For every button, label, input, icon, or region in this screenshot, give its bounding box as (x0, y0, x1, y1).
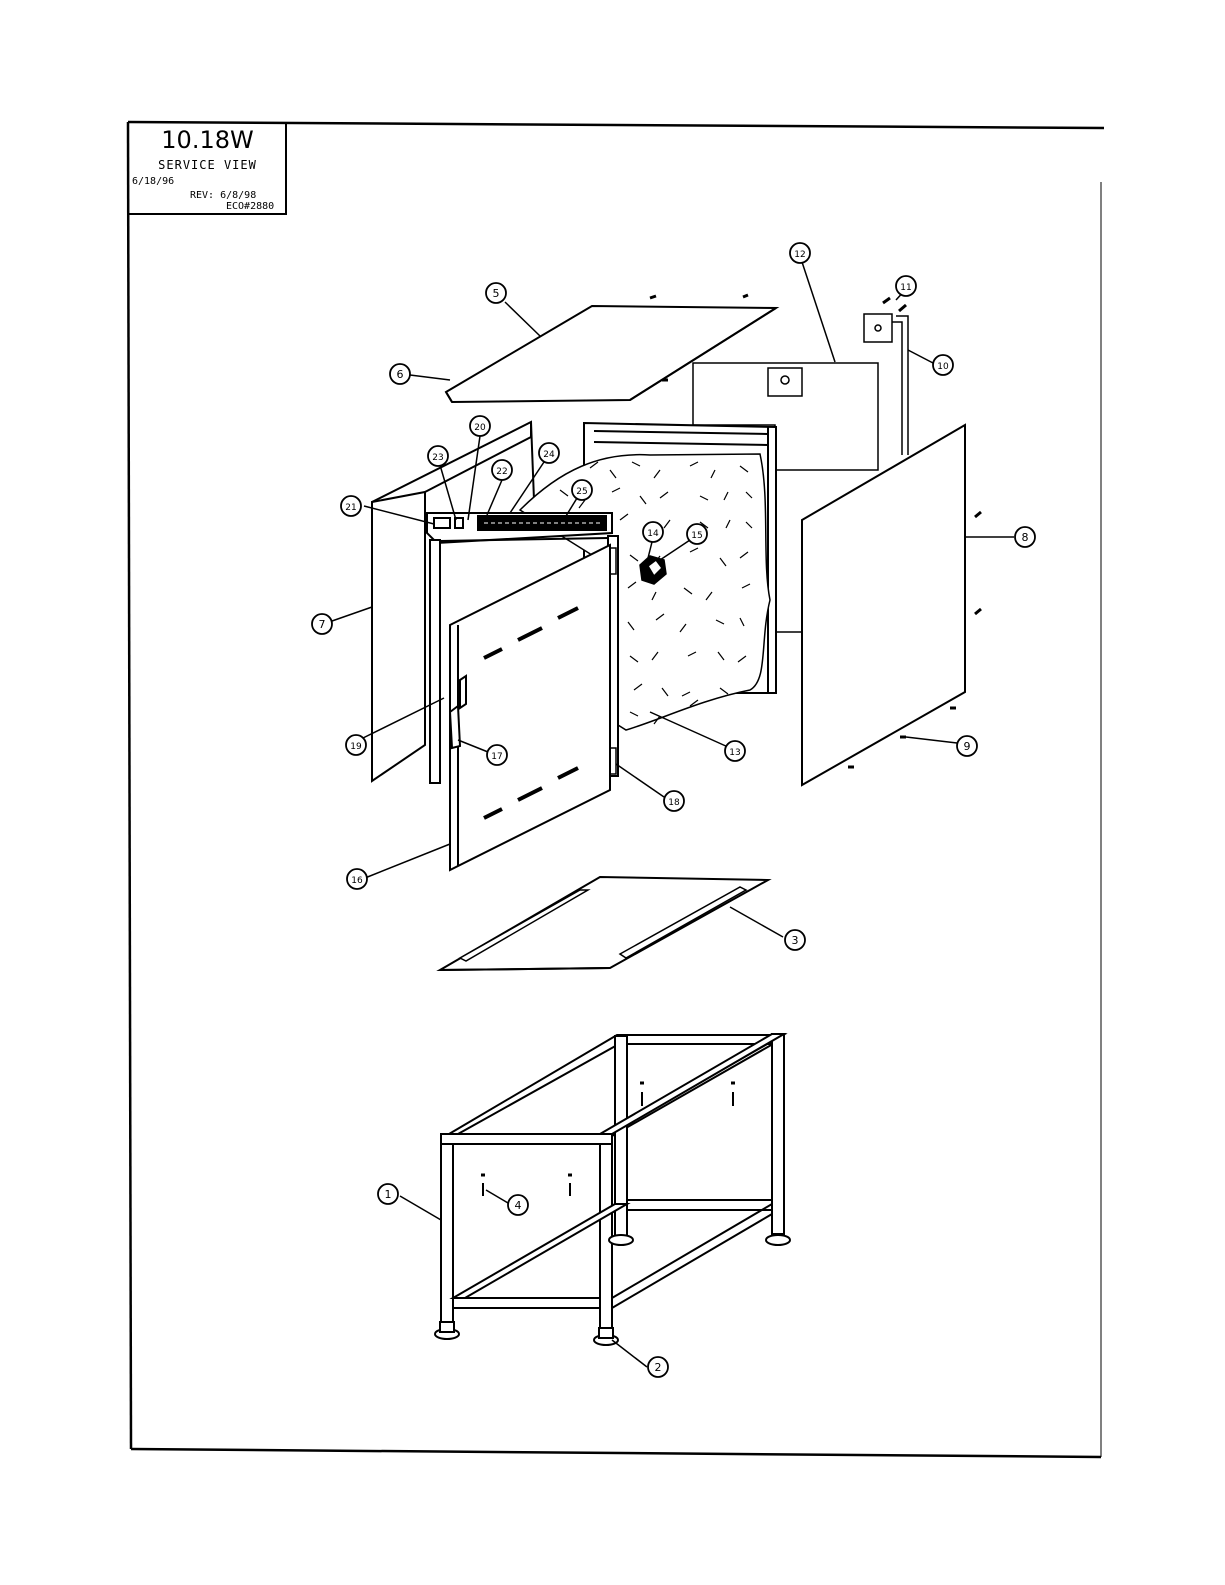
callout-16: 16 (351, 876, 363, 886)
callout-24: 24 (543, 450, 555, 460)
callout-14: 14 (647, 529, 659, 539)
revision-date: REV: 6/8/98 (190, 190, 256, 201)
callout-15: 15 (691, 531, 702, 541)
drawing-date: 6/18/96 (132, 176, 174, 187)
eco-number: ECO#2880 (226, 201, 274, 212)
callout-23: 23 (432, 453, 443, 463)
callout-3: 3 (792, 934, 799, 947)
callout-8: 8 (1022, 531, 1029, 544)
callout-21: 21 (345, 503, 356, 513)
callout-19: 19 (350, 742, 362, 752)
callout-circles (312, 243, 1035, 1377)
callout-13: 13 (729, 748, 740, 758)
callout-1: 1 (385, 1188, 392, 1201)
mounting-bracket (864, 298, 906, 342)
vent-tube (892, 316, 908, 455)
callout-12: 12 (794, 250, 805, 260)
bottom-panel (440, 877, 768, 970)
callout-7: 7 (319, 618, 326, 631)
callout-4: 4 (515, 1199, 522, 1212)
callout-18: 18 (668, 798, 680, 808)
callout-10: 10 (937, 362, 949, 372)
callout-6: 6 (397, 368, 404, 381)
view-title: SERVICE VIEW (128, 158, 287, 172)
callout-20: 20 (474, 423, 486, 433)
callout-9: 9 (964, 740, 971, 753)
stand-frame (441, 1034, 784, 1334)
callout-labels: 1 2 3 4 5 6 7 8 9 10 11 12 13 14 15 16 1… (319, 250, 1029, 1374)
callout-11: 11 (900, 283, 911, 293)
right-side-panel (775, 425, 981, 785)
door (450, 545, 610, 870)
model-number: 10.18W (128, 126, 287, 154)
callout-2: 2 (655, 1361, 662, 1374)
callout-25: 25 (576, 487, 587, 497)
callout-17: 17 (491, 752, 502, 762)
callout-5: 5 (493, 287, 500, 300)
callout-22: 22 (496, 467, 507, 477)
title-block: 10.18W SERVICE VIEW 6/18/96 REV: 6/8/98 … (128, 122, 287, 215)
